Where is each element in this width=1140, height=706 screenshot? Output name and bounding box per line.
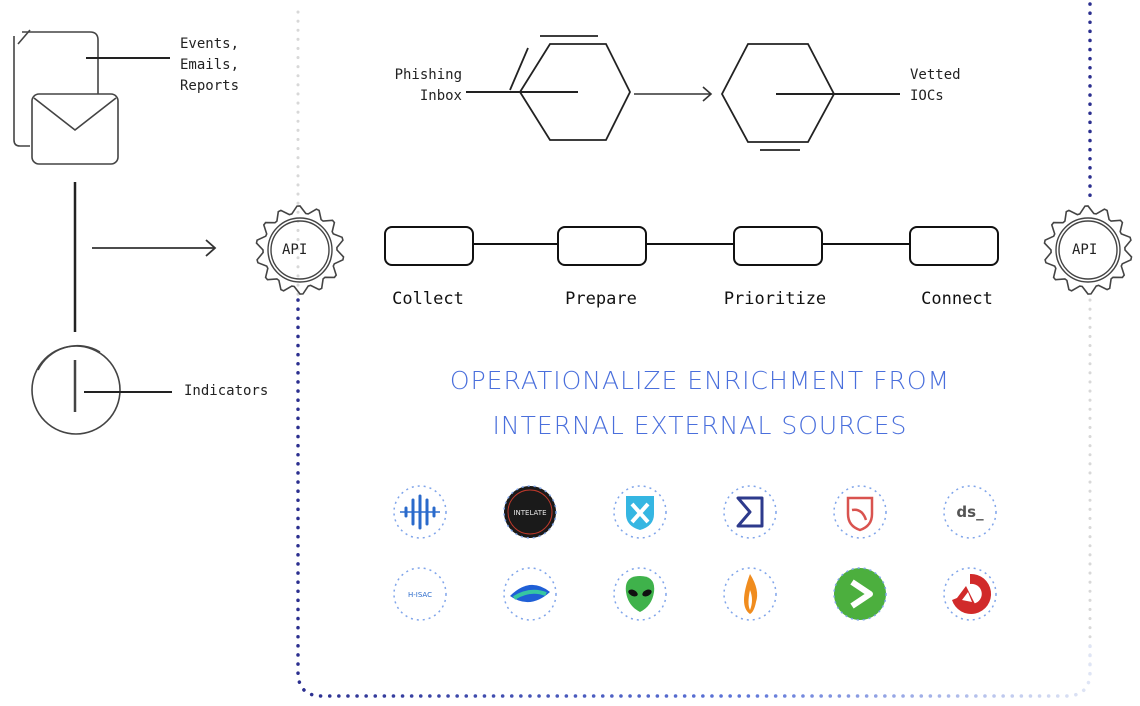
h-isac-logo-text: H-ISAC	[408, 591, 432, 599]
red-shield-icon	[833, 485, 887, 539]
documents-label: Events, Emails, Reports	[180, 36, 240, 94]
headline-line-1: OPERATIONALIZE ENRICHMENT FROM	[449, 366, 951, 395]
phishing-hexagon-left-icon	[466, 35, 632, 141]
documents-envelope-icon	[13, 29, 119, 165]
phishing-inbox-label: Phishing Inbox	[394, 67, 462, 104]
stage-box-collect	[384, 226, 474, 266]
stage-prepare-label: Prepare	[565, 289, 637, 309]
stage-collect-label: Collect	[392, 289, 464, 309]
api-gear-left-icon	[255, 205, 345, 295]
intelate-logo-text: INTELATE	[513, 509, 546, 517]
ds-icon: ds_	[943, 485, 997, 539]
stage-connect-label: Connect	[921, 289, 993, 309]
signal-bars-icon	[393, 485, 447, 539]
indicators-label: Indicators	[184, 383, 269, 399]
pipeline	[384, 226, 999, 266]
stage-box-prioritize	[733, 226, 823, 266]
api-right-label: API	[1072, 242, 1098, 258]
headline-line-2: INTERNAL EXTERNAL SOURCES	[492, 411, 908, 440]
stage-box-connect	[909, 226, 999, 266]
api-gear-right-icon	[1043, 205, 1133, 295]
gear-inner-ring	[1058, 220, 1118, 280]
gear-inner-ring	[270, 220, 330, 280]
gear-teeth	[255, 205, 345, 295]
api-left-label: API	[282, 242, 308, 258]
green-chevron-icon	[833, 567, 887, 621]
phishing-arrow-icon	[634, 86, 713, 102]
alien-icon	[613, 567, 667, 621]
stage-prioritize-label: Prioritize	[723, 289, 827, 309]
gear-outer-ring	[267, 217, 333, 283]
gear-outer-ring	[1055, 217, 1121, 283]
navy-dotted-path	[296, 2, 1092, 698]
h-isac-icon: H-ISAC	[393, 567, 447, 621]
vetted-iocs-label: Vetted IOCs	[910, 67, 961, 104]
ds-logo-text: ds_	[956, 503, 984, 521]
phishing-hexagon-right-icon	[720, 43, 900, 151]
shield-x-icon	[613, 485, 667, 539]
intelate-icon: INTELATE	[503, 485, 557, 539]
sigma-icon	[723, 485, 777, 539]
arrow-to-api-icon	[92, 239, 217, 257]
indicator-icon	[31, 344, 121, 435]
gear-teeth	[1043, 205, 1133, 295]
red-triangle-icon	[943, 567, 997, 621]
flame-icon	[723, 567, 777, 621]
eye-icon	[503, 567, 557, 621]
stage-box-prepare	[557, 226, 647, 266]
